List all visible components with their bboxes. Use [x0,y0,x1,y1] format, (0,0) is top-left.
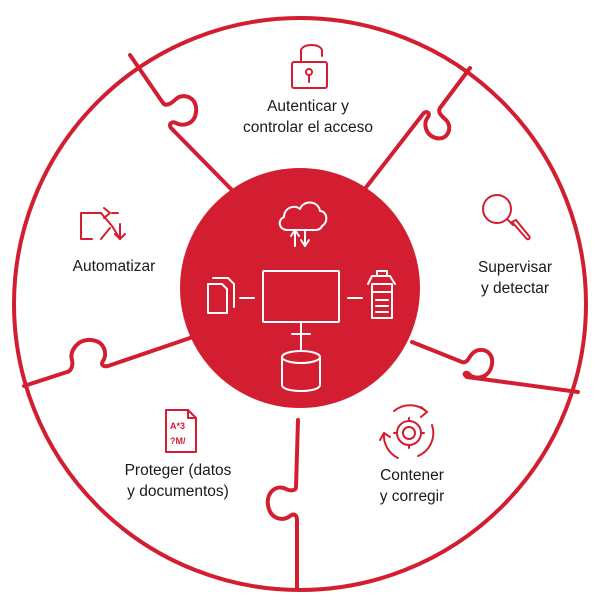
documents-icon [207,277,235,314]
document-icon-text-line-2: ?M/ [170,436,186,446]
label-contener-line-2: y corregir [379,488,445,505]
divider-bottom [265,418,300,590]
printer-icon [367,270,396,319]
divider-left [22,336,192,388]
label-supervisar: Supervisar y detectar [455,257,575,299]
label-supervisar-line-2: y detectar [480,280,550,297]
puzzle-dividers [22,53,580,590]
divider-right [410,340,580,394]
padlock-icon [291,44,328,89]
label-proteger-line-1: Proteger (datos [124,462,232,479]
document-icon [165,409,197,453]
label-automatizar: Automatizar [44,256,184,277]
shuffle-arrows-icon [80,207,126,240]
gear-cycle-icon [379,404,435,459]
label-contener-line-1: Contener [380,467,444,484]
label-autenticar: Autenticar y controlar el acceso [208,96,408,138]
outer-ring [12,16,588,592]
document-icon-text: A*3 ?M/ [170,421,186,446]
divider-top-left [128,53,234,192]
center-icons [207,201,396,392]
label-automatizar-line-1: Automatizar [72,258,156,275]
label-proteger-line-2: y documentos) [127,483,229,500]
center-circle [180,168,420,408]
label-contener: Contener y corregir [352,465,472,507]
divider-top-right [362,66,472,192]
magnifier-icon [482,194,531,241]
document-icon-text-line-1: A*3 [170,421,185,431]
label-autenticar-line-1: Autenticar y [267,98,349,115]
label-autenticar-line-2: controlar el acceso [242,119,374,136]
database-icon [281,350,321,392]
label-proteger: Proteger (datos y documentos) [98,460,258,502]
cloud-icon [278,201,328,247]
label-supervisar-line-1: Supervisar [477,259,553,276]
